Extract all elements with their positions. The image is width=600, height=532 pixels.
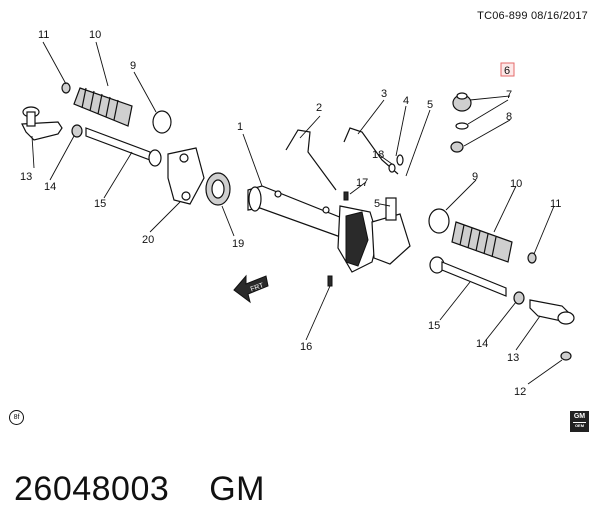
callout-labels: 11 10 9 1 2 3 4 5 6 7 8 13 14 15 17 18 5… (20, 29, 561, 398)
callout-20: 20 (142, 234, 154, 246)
inner-tie-rod-left[interactable] (85, 127, 162, 167)
callout-18: 18 (372, 149, 384, 161)
bushing-19[interactable] (205, 172, 231, 206)
callout-11-right: 11 (550, 198, 561, 210)
callout-14-left: 14 (44, 181, 56, 193)
fluid-line-2[interactable] (285, 129, 337, 191)
bolt-16[interactable] (327, 275, 333, 287)
highlight-box-6 (500, 62, 515, 77)
o-ring-4[interactable] (396, 154, 404, 166)
callout-10-right: 10 (510, 178, 522, 190)
callout-17: 17 (356, 177, 368, 189)
tie-rod-end-left[interactable] (21, 106, 63, 141)
brand-label: GM (209, 470, 266, 508)
boot-right[interactable] (451, 221, 513, 263)
callout-13-right: 13 (507, 352, 519, 364)
callout-2: 2 (316, 102, 322, 114)
callout-10-left: 10 (89, 29, 101, 41)
bolt-17[interactable] (343, 191, 349, 201)
rack-housing[interactable] (247, 185, 363, 245)
callout-9-left: 9 (130, 60, 136, 72)
nut-12[interactable] (560, 351, 572, 361)
callout-8: 8 (506, 111, 512, 123)
diagram-code: TC06-899 (477, 10, 528, 22)
clamp-left[interactable] (61, 82, 71, 94)
callout-15-left: 15 (94, 198, 106, 210)
callout-4: 4 (403, 95, 409, 107)
retainer-ring-7[interactable] (455, 122, 469, 130)
gm-logo-icon: GM OEM (570, 411, 589, 432)
front-arrow-icon: FRT (233, 274, 269, 304)
callout-13-left: 13 (20, 171, 32, 183)
inner-tie-rod-right[interactable] (429, 256, 507, 297)
jam-nut-right[interactable] (513, 291, 525, 305)
seal-8[interactable] (450, 141, 464, 153)
clamp-right[interactable] (527, 252, 537, 264)
frt-label: FRT (250, 282, 266, 293)
diagram-stamp: TC06-899 08/16/2017 (477, 10, 588, 22)
o-ring-18[interactable] (388, 163, 396, 173)
callout-3: 3 (381, 88, 387, 100)
valve-housing[interactable] (337, 197, 411, 273)
callout-19: 19 (232, 238, 244, 250)
callout-9-right: 9 (472, 171, 478, 183)
gm-logo-text: GM (573, 413, 586, 420)
callout-5-upper: 5 (427, 99, 433, 111)
callout-11-left: 11 (38, 29, 49, 41)
gm-logo-sub: OEM (573, 422, 586, 428)
callout-14-right: 14 (476, 338, 488, 350)
tie-rod-end-right[interactable] (529, 299, 575, 325)
pinion-cap-6[interactable] (452, 92, 472, 112)
boot-clamp-left[interactable] (152, 110, 172, 134)
fluid-line-3[interactable] (343, 127, 399, 175)
boot-left[interactable] (73, 87, 133, 127)
mount-bracket-left[interactable] (167, 147, 205, 205)
callout-15-right: 15 (428, 320, 440, 332)
part-number-bar: 26048003 GM (14, 470, 265, 509)
leader-lines (31, 41, 563, 385)
callout-12: 12 (514, 386, 526, 398)
callout-7: 7 (506, 89, 512, 101)
boot-clamp-right[interactable] (428, 208, 450, 234)
callout-1: 1 (237, 121, 243, 133)
diagram-date: 08/16/2017 (530, 10, 588, 22)
part-number: 26048003 (14, 470, 170, 508)
callout-5-lower: 5 (374, 198, 380, 210)
callout-16: 16 (300, 341, 312, 353)
callout-6: 6 (504, 65, 510, 77)
jam-nut-left[interactable] (71, 124, 83, 138)
copyright-mark-icon: 8f (9, 410, 24, 425)
